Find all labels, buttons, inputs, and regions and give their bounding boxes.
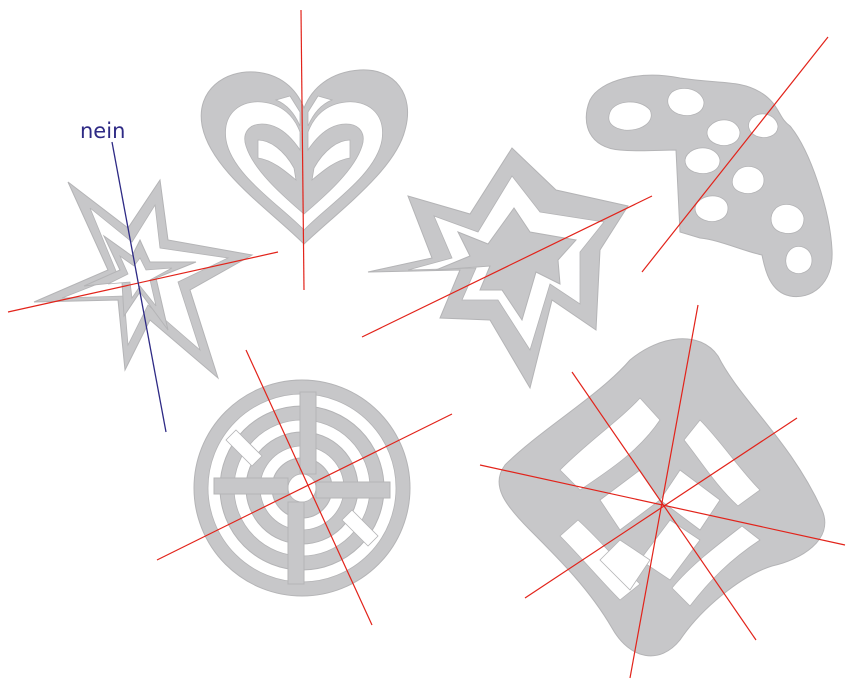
square-ornament-cutout bbox=[499, 339, 825, 656]
heart-cutout bbox=[201, 70, 407, 244]
bone-cutout bbox=[586, 75, 832, 296]
arrow-leaf-cutout bbox=[368, 148, 628, 388]
star-cutout bbox=[34, 180, 252, 378]
label-nein: nein bbox=[80, 119, 125, 143]
